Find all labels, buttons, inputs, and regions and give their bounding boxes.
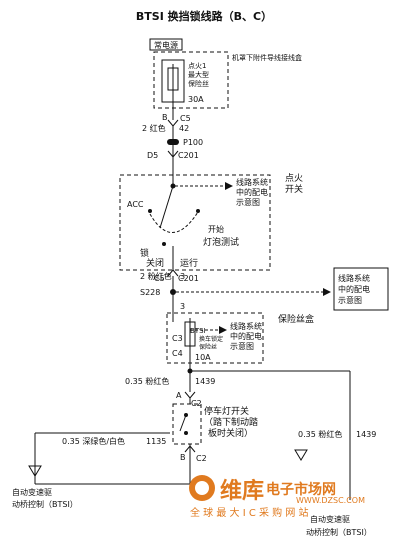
- ref2-3: 示意图: [338, 295, 362, 305]
- fuse1-line2: 最大型: [188, 70, 209, 79]
- ecu-right-2: 动桥控制（BTSI）: [306, 527, 372, 537]
- ign-ref-2: 中的配电: [236, 187, 268, 197]
- pin-b2-label: B: [180, 453, 186, 462]
- diagram-title: BTSI 换挡锁线路（B、C）: [136, 9, 272, 23]
- fuse2-line1: 换车锁定: [199, 335, 223, 343]
- brake-label-1: 停车灯开关: [204, 405, 249, 417]
- ecu-right-terminal: [294, 449, 308, 461]
- brake-blade: [179, 414, 187, 432]
- ign-switch-blade: [159, 185, 174, 229]
- run-contact: [162, 242, 166, 246]
- ref3-3: 示意图: [230, 341, 254, 351]
- connector-c5-c201-bottom: [167, 269, 179, 277]
- ref3-1: 线路系统: [230, 321, 262, 331]
- acc-contact: [148, 209, 152, 213]
- lamp-test-label: 灯泡测试: [203, 236, 239, 248]
- ref2-box: [333, 267, 389, 311]
- brake-contact-2: [184, 431, 188, 435]
- watermark-site: 电子市场网: [266, 481, 336, 498]
- underhood-fuse-box: [153, 51, 229, 109]
- ign-switch-arc: [149, 211, 199, 233]
- s228-splice: [170, 289, 176, 295]
- hot-box-label: 常电源: [154, 40, 178, 50]
- fuse2-line2: 保险丝: [199, 343, 217, 351]
- pin-b-label: B: [162, 113, 168, 122]
- off-label: 关闭: [146, 257, 164, 269]
- wire4-label: 0.35 深绿色/白色: [62, 436, 125, 446]
- d5-label: D5: [147, 151, 158, 160]
- ign-ref-1: 线路系统: [236, 177, 268, 187]
- ecu-left-2: 动桥控制（BTSI）: [12, 499, 78, 509]
- watermark-slogan: 全 球 最 大 I C 采 购 网 站: [190, 506, 309, 519]
- pin-a-label: A: [176, 391, 182, 400]
- fusebox-label: 保险丝盒: [278, 313, 314, 325]
- ref2-2: 中的配电: [338, 284, 370, 294]
- fuse-block-box: [166, 312, 264, 364]
- ecu-left-1: 自动变速驱: [12, 487, 52, 497]
- run-label: 运行: [180, 257, 198, 269]
- connector-c5-top: [167, 119, 179, 127]
- pin1439b-label: 1439: [356, 430, 376, 439]
- fuse1-note: 机罩下附件导线接线盒: [232, 53, 302, 62]
- wire3-label: 0.35 粉红色: [125, 376, 169, 386]
- fuse1-amp: 30A: [188, 95, 204, 104]
- watermark-brand: 维库: [220, 478, 264, 504]
- start-contact: [196, 209, 200, 213]
- pin3a-label: 3: [180, 272, 185, 281]
- ecu-right-1: 自动变速驱: [310, 514, 350, 524]
- c201-bot-label: C201: [178, 274, 199, 283]
- brake-switch-box: [172, 403, 202, 445]
- p100-label: P100: [183, 138, 203, 147]
- brake-label-3: 板时关闭）: [208, 427, 253, 439]
- pin42-label: 42: [179, 124, 189, 133]
- wire2-label: 2 粉红色: [140, 271, 172, 281]
- wire5-label: 0.35 粉红色: [298, 429, 342, 439]
- fuse1-line3: 保险丝: [188, 79, 209, 88]
- c2-bot-label: C2: [196, 454, 207, 463]
- c201-top-label: C201: [178, 151, 199, 160]
- s228-label: S228: [140, 288, 160, 297]
- pin1439a-label: 1439: [195, 377, 215, 386]
- pin3b-label: 3: [180, 302, 185, 311]
- ecu-left-terminal: [28, 465, 42, 477]
- c5-bot-label: C5: [154, 274, 165, 283]
- lock-label: 锁: [140, 247, 149, 259]
- c5-top-label: C5: [180, 114, 191, 123]
- brake-label-2: （踏下制动踏: [204, 416, 258, 428]
- hot-box-label-frame: [149, 38, 183, 51]
- c4-label: C4: [172, 349, 183, 358]
- wire1-label: 2 红色: [142, 123, 166, 133]
- acc-label: ACC: [127, 200, 144, 209]
- ign-title-2: 开关: [285, 183, 303, 195]
- pin1135-label: 1135: [146, 437, 166, 446]
- ref3-2: 中的配电: [230, 331, 262, 341]
- p100-grommet: [167, 139, 179, 145]
- watermark-url: WWW.DZSC.COM: [296, 496, 365, 505]
- ign-title-1: 点火: [285, 173, 303, 184]
- c3-label: C3: [172, 334, 183, 343]
- start-label: 开始: [208, 224, 224, 234]
- ref2-1: 线路系统: [338, 273, 370, 283]
- ignition-switch-box: [119, 174, 271, 271]
- fuse2-amp: 10A: [195, 353, 211, 362]
- fuse1-line1: 点火1: [188, 62, 206, 70]
- btsi-label: BTSI: [190, 327, 206, 335]
- connector-c2-top: [184, 391, 196, 399]
- watermark: 维库 电子市场网 WWW.DZSC.COM 全 球 最 大 I C 采 购 网 …: [189, 475, 365, 519]
- ign-ref-3: 示意图: [236, 197, 260, 207]
